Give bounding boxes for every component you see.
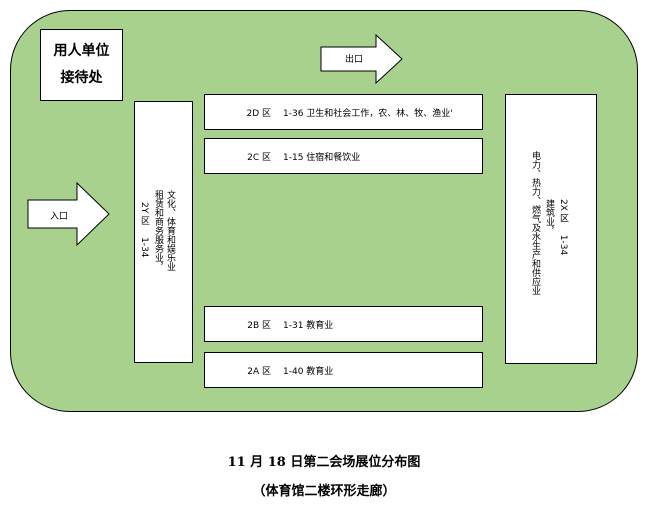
reception-line-2: 接待处: [60, 70, 103, 86]
zone-2b: 2B 区 1-31 教育业: [204, 306, 483, 342]
zone-2b-code: 2B 区: [247, 320, 271, 331]
page-subtitle: （体育馆二楼环形走廊）: [252, 484, 396, 499]
reception-desk: 用人单位 接待处: [40, 29, 123, 101]
zone-2y-range: 1-34: [139, 237, 149, 258]
zone-2b-text: 1-31 教育业: [283, 320, 334, 331]
zone-2a: 2A 区 1-40 教育业: [204, 352, 483, 388]
reception-line-1: 用人单位: [53, 43, 110, 59]
zone-2c: 2C 区 1-15 住宿和餐饮业: [204, 138, 483, 174]
zone-2y-line-1: 租赁和商务服务业，: [153, 190, 163, 271]
zone-2x: 2X 区 1-34 建筑业， 电力、热力、燃气及水生产和供应业: [505, 94, 597, 364]
page-title: 11 月 18 日第二会场展位分布图: [227, 455, 421, 470]
zone-2c-code: 2C 区: [247, 152, 271, 163]
zone-2y-code: 2Y 区: [139, 202, 149, 226]
zone-2x-code: 2X 区: [558, 199, 568, 223]
zone-2a-text: 1-40 教育业: [283, 366, 334, 377]
zone-2d-code: 2D 区: [246, 108, 271, 119]
exit-label: 出口: [345, 55, 364, 65]
zone-2a-code: 2A 区: [247, 366, 271, 377]
zone-2x-range: 1-34: [558, 234, 568, 256]
zone-2y-line-2: 文化、体育和娱乐业: [165, 190, 175, 271]
entrance-label: 入口: [50, 212, 69, 222]
zone-2d-text: 1-36 卫生和社会工作，农、林、牧、渔业': [283, 108, 453, 119]
zone-2x-line-1: 建筑业，: [544, 199, 554, 235]
zone-2d: 2D 区 1-36 卫生和社会工作，农、林、牧、渔业': [204, 94, 483, 130]
exit-arrow-icon: [320, 34, 403, 84]
zone-2x-line-2: 电力、热力、燃气及水生产和供应业: [530, 151, 540, 295]
zone-2c-text: 1-15 住宿和餐饮业: [283, 152, 361, 163]
zone-2y: 2Y 区 1-34 租赁和商务服务业， 文化、体育和娱乐业: [134, 101, 193, 363]
entrance-arrow-icon: [27, 182, 110, 246]
